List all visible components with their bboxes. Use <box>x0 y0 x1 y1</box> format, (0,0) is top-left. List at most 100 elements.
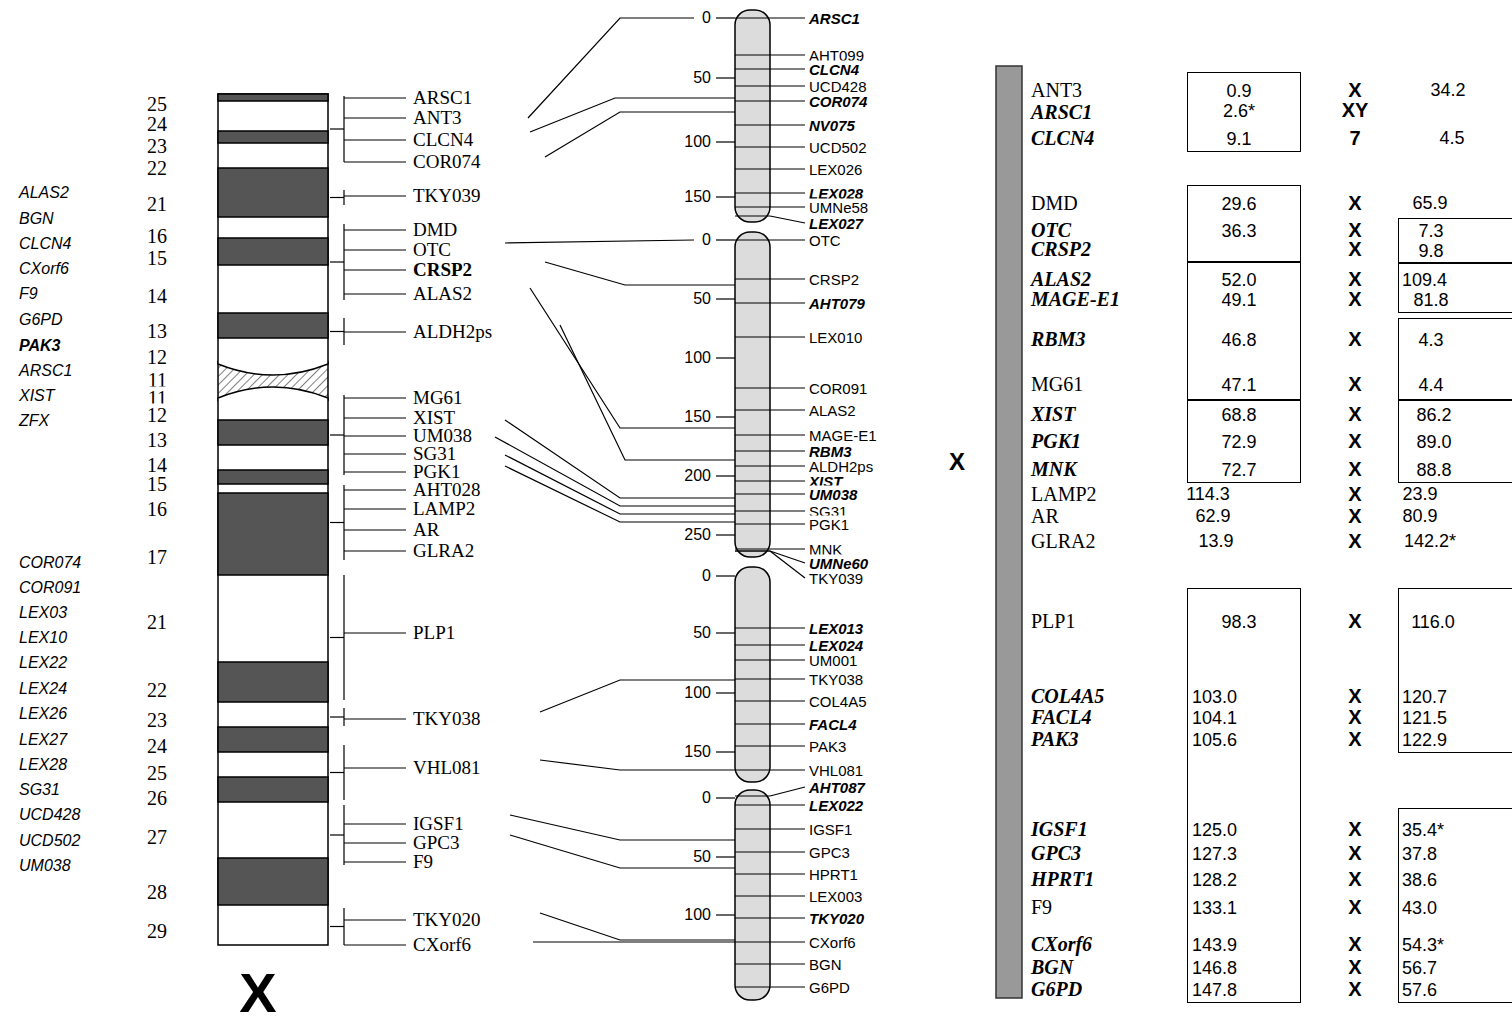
gene-list-label: LEX28 <box>18 756 68 774</box>
scale-tick <box>716 17 735 18</box>
gene-list-label: PAK3 <box>18 337 62 355</box>
map-position: 122.9 <box>1401 730 1448 751</box>
marker-tick <box>735 963 770 964</box>
map-position: 2.6* <box>1222 101 1256 122</box>
marker-tick <box>735 409 770 410</box>
map-position: 127.3 <box>1191 844 1238 865</box>
gene-name: PGK1 <box>1030 430 1082 453</box>
marker-tick <box>735 700 770 701</box>
scale-tick <box>716 575 735 576</box>
bracket <box>344 508 406 509</box>
value-box: 98.3103.0104.1105.6125.0127.3128.2133.11… <box>1187 588 1301 1003</box>
gene-name: CLCN4 <box>1030 127 1095 150</box>
chromosome-assignment: X <box>1347 933 1362 956</box>
bracket <box>344 453 406 454</box>
marker-tick <box>735 941 770 942</box>
leader-line <box>505 240 694 243</box>
marker-tick <box>735 85 770 86</box>
scale-tick <box>716 534 735 535</box>
locus-label: ARSC1 <box>412 87 473 109</box>
gene-name: COL4A5 <box>1030 685 1105 708</box>
leader-line <box>545 262 735 285</box>
band-number: 14 <box>146 285 168 308</box>
gene-list-label: LEX03 <box>18 604 68 622</box>
value-box: 29.636.3 <box>1187 185 1301 262</box>
scale-number: 50 <box>692 69 712 87</box>
bracket <box>330 261 344 262</box>
bracket <box>330 637 344 638</box>
chromosome-assignment: X <box>1347 610 1362 633</box>
marker-leader <box>770 917 805 918</box>
bracket <box>330 331 344 332</box>
map-position: 9.8 <box>1417 241 1444 262</box>
map-position: 56.7 <box>1401 958 1438 979</box>
scale-tick <box>716 632 735 633</box>
map-position: 105.6 <box>1191 730 1238 751</box>
gene-name: AR <box>1030 505 1060 528</box>
gene-list-label: ALAS2 <box>18 184 70 202</box>
leader-line <box>510 815 735 840</box>
marker-leader <box>770 548 805 549</box>
scale-number: 250 <box>683 526 712 544</box>
gene-list-label: ARSC1 <box>18 362 73 380</box>
map-position: 142.2* <box>1403 531 1457 552</box>
bracket <box>344 861 406 862</box>
marker-leader <box>770 787 805 796</box>
value-box: 7.39.8 <box>1398 218 1512 264</box>
marker-label: OTC <box>808 232 842 249</box>
band-number: 23 <box>146 135 168 158</box>
gene-name: GLRA2 <box>1030 530 1096 553</box>
map-position: 109.4 <box>1401 270 1448 291</box>
locus-label: COR074 <box>412 151 482 173</box>
leader-lines <box>330 18 805 987</box>
band-number: 27 <box>146 826 168 849</box>
band-number: 24 <box>146 113 168 136</box>
marker-leader <box>770 434 805 435</box>
map-position: 52.0 <box>1220 270 1257 291</box>
gene-name: CXorf6 <box>1030 933 1093 956</box>
leader-line <box>510 835 735 868</box>
marker-leader <box>770 659 805 660</box>
marker-tick <box>735 493 770 494</box>
marker-label: COR074 <box>808 93 868 110</box>
marker-leader <box>770 510 805 511</box>
marker-label: VHL081 <box>808 762 864 779</box>
marker-leader <box>770 68 805 69</box>
bracket <box>344 718 406 719</box>
locus-label: ANT3 <box>412 107 463 129</box>
bracket <box>344 471 406 472</box>
gene-name: BGN <box>1030 956 1074 979</box>
scale-tick <box>716 856 735 857</box>
chromosome-assignment: X <box>1347 868 1362 891</box>
scale-tick <box>716 416 735 417</box>
value-box: 109.481.8 <box>1398 262 1512 313</box>
marker-leader <box>770 409 805 410</box>
bracket <box>330 197 344 198</box>
marker-label: COL4A5 <box>808 693 868 710</box>
marker-leader <box>770 480 805 481</box>
locus-label: TKY038 <box>412 708 482 730</box>
gene-name: IGSF1 <box>1030 818 1089 841</box>
marker-tick <box>735 465 770 466</box>
band-number: 15 <box>146 247 168 270</box>
chromosome-assignment: X <box>1347 458 1362 481</box>
scale-number: 100 <box>683 349 712 367</box>
band-number: 12 <box>146 404 168 427</box>
chromosome-assignment: X <box>1347 956 1362 979</box>
band-number: 13 <box>146 429 168 452</box>
map-position: 65.9 <box>1411 193 1448 214</box>
marker-label: UCD502 <box>808 139 868 156</box>
gene-list-label: LEX22 <box>18 654 68 672</box>
scale-tick <box>716 196 735 197</box>
bracket <box>344 249 406 250</box>
bracket <box>344 842 406 843</box>
value-box: 116.0120.7121.5122.9 <box>1398 588 1512 753</box>
scale-tick <box>716 475 735 476</box>
marker-tick <box>735 523 770 524</box>
marker-label: LEX010 <box>808 329 863 346</box>
chromosome-assignment: X <box>1347 483 1362 506</box>
marker-tick <box>735 795 770 796</box>
map-position: 89.0 <box>1415 432 1452 453</box>
marker-label: BGN <box>808 956 843 973</box>
